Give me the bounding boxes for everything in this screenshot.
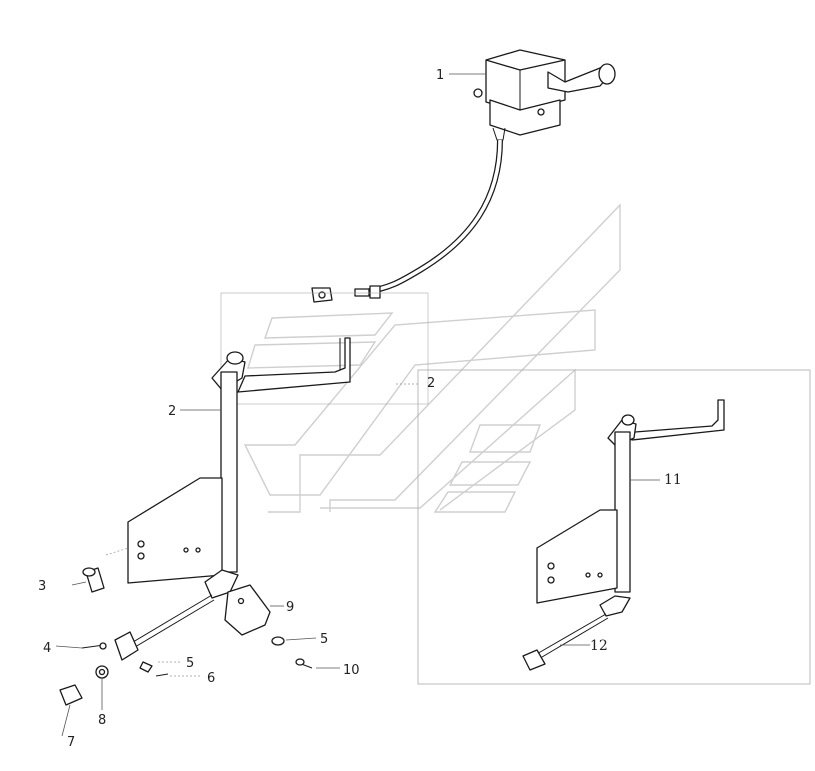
callout-12: 12 [590,638,608,654]
callout-10: 10 [343,663,360,678]
leader-lines [55,73,660,737]
callout-2-detail: 2 [427,376,435,391]
hardware-items [59,567,313,706]
callout-7: 7 [67,735,75,750]
control-lever-unit [473,49,616,141]
watermark-logo [243,203,621,513]
callout-5-right: 5 [320,632,328,647]
main-assembly [114,292,429,661]
callout-8: 8 [98,713,106,728]
callout-11: 11 [664,472,682,488]
control-cable [311,139,503,303]
callout-5-washer: 5 [186,656,194,671]
callout-3: 3 [38,579,46,594]
callout-2-main: 2 [168,404,176,419]
callout-9: 9 [286,600,294,615]
callout-6: 6 [207,671,215,686]
detail-view [417,369,811,685]
callout-1: 1 [436,68,444,83]
callout-labels: 1 2 2 3 4 5 5 6 7 8 9 10 11 12 [38,68,682,750]
callout-4: 4 [43,641,51,656]
